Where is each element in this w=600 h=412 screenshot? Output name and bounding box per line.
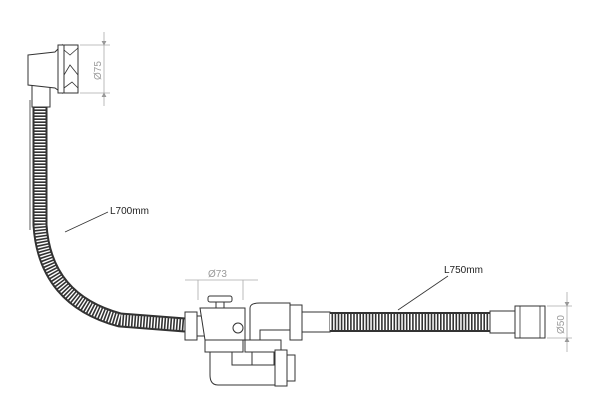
- waste-trap-assembly: [184, 295, 331, 387]
- left-hose-length-label: L700mm: [110, 206, 149, 217]
- waste-diameter-dimension: Ø73: [185, 269, 258, 300]
- overflow-diameter-dimension: Ø75: [80, 32, 110, 106]
- waste-diameter-label: Ø73: [208, 269, 227, 280]
- outlet-fitting: [489, 305, 546, 339]
- right-hose-length-callout: L750mm: [397, 265, 483, 311]
- overflow-diameter-label: Ø75: [93, 61, 104, 80]
- left-hose-length-callout: L700mm: [64, 206, 149, 233]
- left-corrugated-hose: [29, 100, 186, 333]
- right-hose-length-label: L750mm: [444, 265, 483, 276]
- outlet-diameter-dimension: Ø50: [547, 292, 572, 352]
- overflow-head: [27, 43, 79, 108]
- outlet-diameter-label: Ø50: [556, 315, 567, 334]
